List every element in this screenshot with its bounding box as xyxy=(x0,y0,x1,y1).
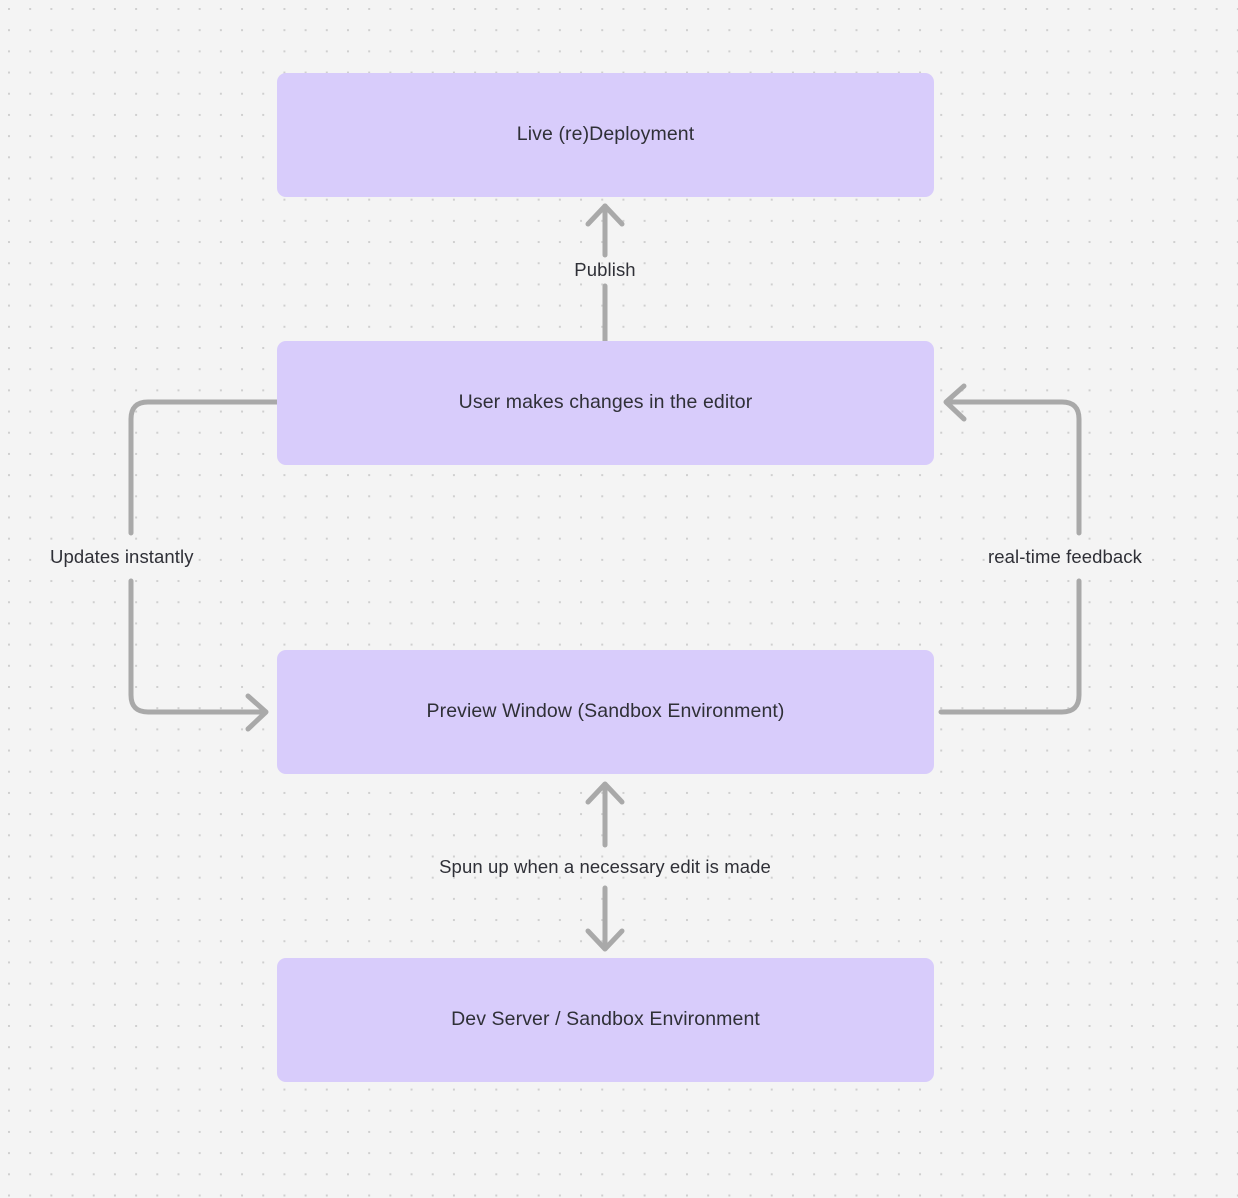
node-dev-server[interactable]: Dev Server / Sandbox Environment xyxy=(277,958,934,1082)
edge-label-publish: Publish xyxy=(574,258,636,280)
node-user-edits[interactable]: User makes changes in the editor xyxy=(277,341,934,465)
node-live-deployment[interactable]: Live (re)Deployment xyxy=(277,73,934,197)
edge-label-spun-up: Spun up when a necessary edit is made xyxy=(439,855,771,877)
node-preview-window[interactable]: Preview Window (Sandbox Environment) xyxy=(277,650,934,774)
edge-label-updates-instantly: Updates instantly xyxy=(50,546,194,567)
node-live-deployment-label: Live (re)Deployment xyxy=(516,123,695,146)
edge-label-real-time-feedback: real-time feedback xyxy=(988,546,1142,567)
node-user-edits-label: User makes changes in the editor xyxy=(458,391,753,414)
node-preview-window-label: Preview Window (Sandbox Environment) xyxy=(426,700,785,723)
node-dev-server-label: Dev Server / Sandbox Environment xyxy=(451,1008,760,1031)
